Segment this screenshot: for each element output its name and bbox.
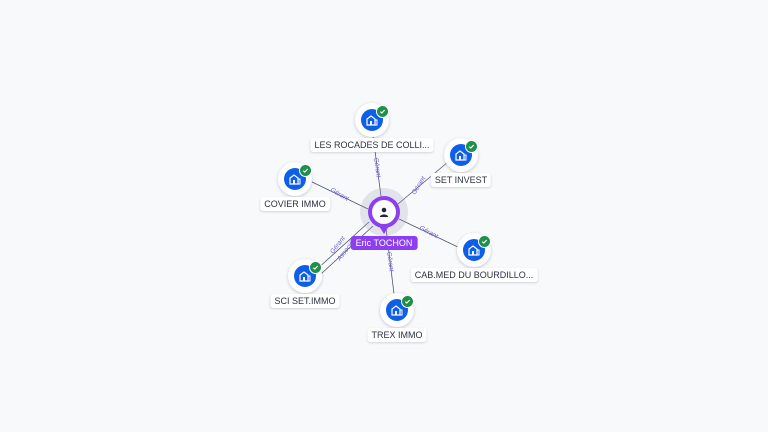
verified-check-icon [465, 140, 478, 153]
company-label[interactable]: SCI SET.IMMO [270, 294, 340, 308]
edge-line [315, 221, 370, 271]
verified-check-icon [376, 105, 389, 118]
company-label[interactable]: SET INVEST [430, 173, 492, 187]
verified-check-icon [478, 235, 491, 248]
edge-line [397, 161, 449, 205]
company-label[interactable]: COVIER IMMO [260, 197, 330, 211]
edge-label: Gérant [372, 157, 382, 179]
company-label[interactable]: LES ROCADES DE COLLI... [310, 138, 434, 152]
edge-line [309, 180, 369, 210]
edge-label: Gérant [329, 187, 351, 204]
map-pin[interactable] [368, 196, 400, 234]
edge-line [398, 218, 461, 249]
edge-label: Gérant [385, 251, 395, 273]
company-label[interactable]: CAB.MED DU BOURDILLO... [410, 268, 538, 282]
person-icon [372, 200, 396, 224]
verified-check-icon [299, 164, 312, 177]
company-label[interactable]: TREX IMMO [367, 328, 427, 342]
edge-label: Gérant [411, 174, 428, 196]
edge-line [320, 225, 374, 275]
verified-check-icon [401, 295, 414, 308]
edge-label: Gérant [418, 225, 440, 241]
verified-check-icon [309, 261, 322, 274]
person-name-label[interactable]: Eric TOCHON [350, 236, 418, 250]
